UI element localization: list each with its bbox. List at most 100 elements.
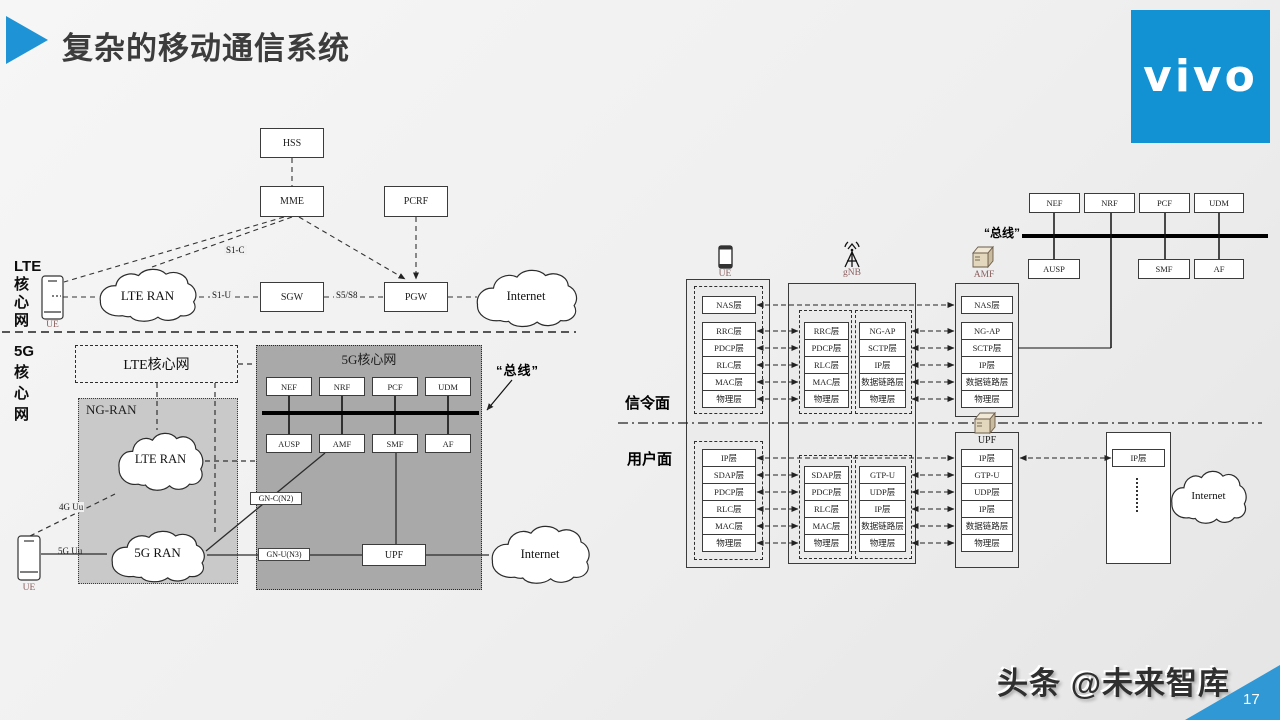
cloud-label-internet-top: Internet (506, 289, 546, 303)
protocol-layer: IP层 (961, 449, 1013, 467)
protocol-layer: 数据链路层 (961, 373, 1013, 391)
protocol-layer: UDP层 (859, 483, 906, 501)
gnb-signaling-stack-right: NG-AP SCTP层 IP层 数据链路层 物理层 (859, 322, 906, 408)
node-nef-right: NEF (1029, 193, 1080, 213)
gnb-entity-label: gNB (843, 268, 861, 278)
protocol-layer: IP层 (859, 500, 906, 518)
upf-column-label: UPF (977, 435, 997, 446)
gnb-tower-icon (844, 241, 860, 268)
protocol-layer: 物理层 (702, 390, 756, 408)
node-ausp-right: AUSP (1028, 259, 1080, 279)
protocol-layer-nas: NAS层 (702, 296, 756, 314)
protocol-layer: 数据链路层 (859, 517, 906, 535)
protocol-layer: 物理层 (702, 534, 756, 552)
watermark: 头条 @未来智库 (997, 666, 1230, 701)
gnb-user-stack-right: GTP-U UDP层 IP层 数据链路层 物理层 (859, 466, 906, 552)
node-smf-right: SMF (1138, 259, 1190, 279)
protocol-layer: PDCP层 (804, 483, 849, 501)
protocol-layer: 物理层 (961, 534, 1013, 552)
fiveg-core-title: 5G核心网 (341, 352, 397, 367)
gnb-signaling-stack-left: RRC层 PDCP层 RLC层 MAC层 物理层 (804, 322, 849, 408)
protocol-layer: RLC层 (804, 500, 849, 518)
vivo-logo: vivo (1131, 10, 1270, 143)
page-number: 17 (1243, 691, 1260, 708)
protocol-layer: RRC层 (702, 322, 756, 340)
ue-phone-icon-right (718, 245, 733, 269)
fiveg-dashed-links (29, 363, 256, 537)
protocol-layer: RRC层 (804, 322, 849, 340)
ellipsis-dots (1136, 478, 1138, 512)
node-hss: HSS (260, 128, 324, 158)
ue-phone-icon-bottom (17, 535, 41, 581)
ue-phone-icon-top (41, 275, 64, 320)
amf-entity-label: AMF (973, 270, 995, 280)
cloud-label-5g-ran: 5G RAN (134, 545, 181, 560)
protocol-layer: IP层 (961, 356, 1013, 374)
node-pcf: PCF (372, 377, 418, 396)
protocol-layer: 物理层 (859, 390, 906, 408)
ng-ran-label: NG-RAN (86, 402, 137, 417)
right-bus-connectors (1018, 213, 1220, 349)
fiveg-bus-connectors (288, 396, 449, 434)
ue-label-bottom: UE (22, 583, 36, 593)
node-udm-right: UDM (1194, 193, 1244, 213)
protocol-layer: 数据链路层 (961, 517, 1013, 535)
gnb-signaling-dashed-box-left (799, 310, 852, 414)
ue-user-stack: IP层 SDAP层 PDCP层 RLC层 MAC层 物理层 (702, 449, 756, 552)
node-ausp: AUSP (266, 434, 312, 453)
amf-signaling-stack: NG-AP SCTP层 IP层 数据链路层 物理层 (961, 322, 1013, 408)
link-label-s1c: S1-C (224, 245, 247, 255)
node-pgw: PGW (384, 282, 448, 312)
node-udm: UDM (425, 377, 471, 396)
protocol-layer: IP层 (859, 356, 906, 374)
protocol-arrows (756, 302, 1112, 546)
node-pcf-right: PCF (1139, 193, 1190, 213)
protocol-layer: RLC层 (702, 500, 756, 518)
cloud-label-internet-bottom: Internet (520, 547, 560, 561)
ue-signaling-stack: RRC层 PDCP层 RLC层 MAC层 物理层 (702, 322, 756, 408)
protocol-layer: UDP层 (961, 483, 1013, 501)
protocol-layer: RLC层 (804, 356, 849, 374)
protocol-layer: PDCP层 (804, 339, 849, 357)
ue-user-dashed-box (694, 441, 763, 560)
link-label-4g-uu: 4G Uu (58, 502, 85, 512)
protocol-layer: SDAP层 (804, 466, 849, 484)
lte-core-section-label: LTE 核 心 网 (14, 258, 42, 329)
protocol-layer: SCTP层 (961, 339, 1013, 357)
gnb-user-stack-left: SDAP层 PDCP层 RLC层 MAC层 物理层 (804, 466, 849, 552)
lte-core-dashed-box: LTE核心网 (75, 345, 238, 383)
protocol-layer: IP层 (961, 500, 1013, 518)
upf-server-icon (974, 411, 996, 435)
protocol-layer: 数据链路层 (859, 373, 906, 391)
user-plane-label: 用户面 (627, 451, 673, 468)
node-af-right: AF (1194, 259, 1244, 279)
cloud-label-lte-ran-ngran: LTE RAN (134, 452, 187, 466)
protocol-layer: 物理层 (859, 534, 906, 552)
protocol-layer-dn-ip: IP层 (1112, 449, 1165, 467)
ue-label-top: UE (46, 320, 59, 330)
link-label-5g-uu: 5G Uu (58, 546, 83, 556)
upf-user-stack: IP层 GTP-U UDP层 IP层 数据链路层 物理层 (961, 449, 1013, 552)
node-nrf: NRF (319, 377, 365, 396)
node-smf: SMF (372, 434, 418, 453)
page-title: 复杂的移动通信系统 (62, 31, 350, 66)
link-label-gnu-n3: GN-U(N3) (258, 548, 310, 561)
protocol-layer: IP层 (702, 449, 756, 467)
protocol-layer: SDAP层 (702, 466, 756, 484)
protocol-layer: GTP-U (961, 466, 1013, 484)
protocol-layer: 物理层 (804, 534, 849, 552)
protocol-layer: 物理层 (961, 390, 1013, 408)
cloud-label-lte-ran-top: LTE RAN (120, 288, 175, 303)
protocol-layer: RLC层 (702, 356, 756, 374)
protocol-layer: MAC层 (702, 517, 756, 535)
protocol-layer: MAC层 (804, 373, 849, 391)
link-label-s1u: S1-U (210, 290, 234, 300)
link-label-gnc-n2: GN-C(N2) (250, 492, 302, 505)
protocol-layer: SCTP层 (859, 339, 906, 357)
protocol-layer-nas-amf: NAS层 (961, 296, 1013, 314)
signaling-plane-label: 信令面 (625, 395, 671, 412)
node-nrf-right: NRF (1084, 193, 1135, 213)
node-upf-bottom: UPF (362, 544, 426, 566)
